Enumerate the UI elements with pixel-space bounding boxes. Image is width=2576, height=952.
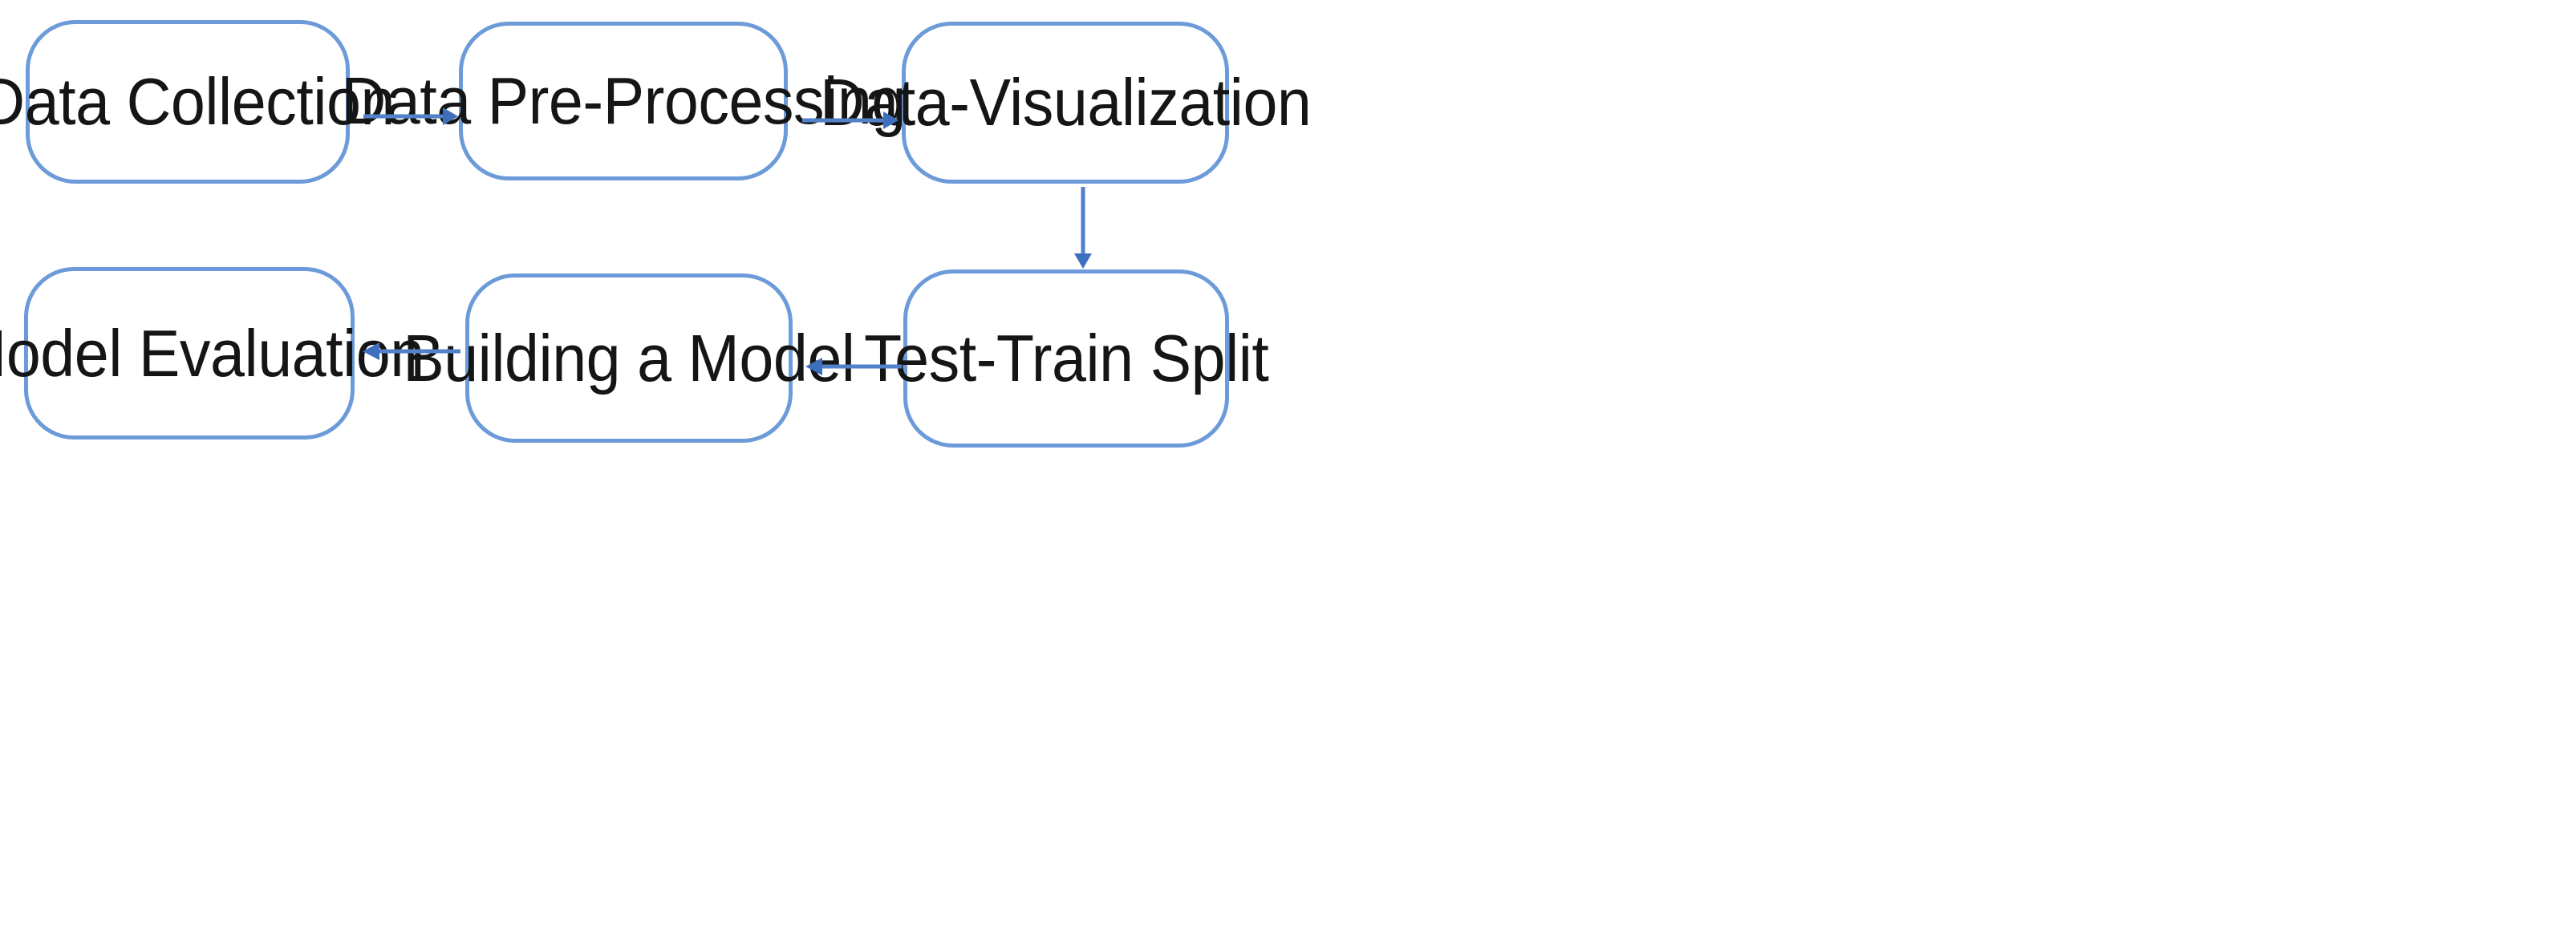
arrow-left-icon (805, 358, 902, 375)
node-label: Data Collection (0, 64, 396, 140)
node-label: Test-Train Split (863, 321, 1269, 396)
arrow-preprocessing-to-visualization (802, 104, 900, 136)
node-data-collection[interactable]: Data Collection (0, 20, 396, 184)
arrow-split-to-building (802, 350, 902, 383)
node-label: Data Pre-Processing (341, 63, 906, 139)
arrow-collection-to-preprocessing (363, 100, 460, 132)
node-building-a-model[interactable]: Building a Model (403, 273, 855, 443)
arrow-right-icon (802, 111, 899, 129)
node-data-preprocessing[interactable]: Data Pre-Processing (341, 22, 906, 180)
node-test-train-split[interactable]: Test-Train Split (864, 269, 1269, 448)
node-model-evaluation[interactable]: Model Evaluation (0, 267, 424, 440)
node-label: Model Evaluation (0, 315, 424, 391)
node-data-visualization[interactable]: Data-Visualization (820, 22, 1312, 184)
arrow-visualization-to-split (1067, 187, 1099, 270)
node-label: Data-Visualization (819, 65, 1312, 140)
arrow-left-icon (363, 342, 460, 360)
arrow-right-icon (363, 107, 458, 125)
node-label: Building a Model (403, 320, 855, 395)
arrow-down-icon (1074, 187, 1092, 269)
arrow-building-to-evaluation (359, 335, 460, 367)
